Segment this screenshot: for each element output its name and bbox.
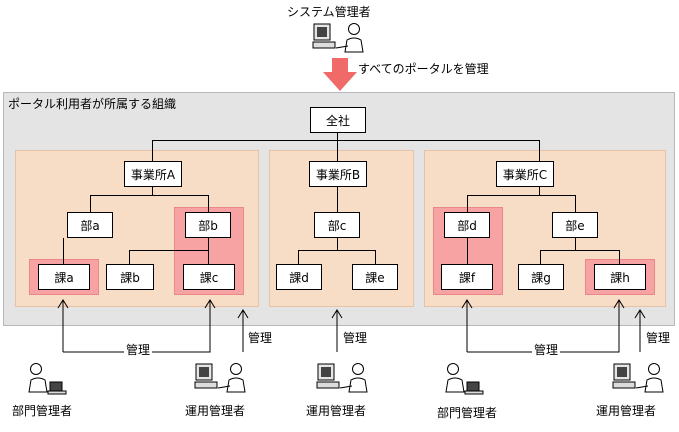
organization-title: ポータル利用者が所属する組織 — [8, 97, 177, 111]
operations-admin-icon — [612, 363, 664, 393]
manage-all-label: すべてのポータルを管理 — [358, 62, 489, 76]
operations-admin-label-left: 運用管理者 — [185, 404, 246, 418]
department-admin-icon — [28, 363, 67, 395]
manage-label-left: 管理 — [124, 343, 153, 357]
department-admin-icon — [445, 363, 484, 395]
operations-admin-label-right: 運用管理者 — [596, 404, 657, 418]
manage-label-right: 管理 — [532, 343, 561, 357]
manage-label-office-a: 管理 — [248, 331, 273, 345]
manage-label-office-c: 管理 — [646, 331, 671, 345]
department-admin-label-left: 部門管理者 — [12, 404, 73, 418]
department-a-node: 部a — [67, 212, 113, 238]
office-b-node: 事業所B — [309, 161, 367, 187]
section-d-node: 課d — [276, 264, 322, 290]
company-node: 全社 — [310, 107, 366, 133]
department-b-node: 部b — [185, 212, 231, 238]
manage-all-arrow-icon — [323, 58, 357, 91]
operations-admin-icon — [194, 363, 246, 393]
system-admin-icon — [312, 23, 364, 53]
section-h-node: 課h — [594, 264, 646, 290]
department-e-node: 部e — [552, 212, 598, 238]
operations-admin-label-middle: 運用管理者 — [306, 404, 367, 418]
section-b-node: 課b — [106, 264, 154, 290]
manage-label-office-b: 管理 — [343, 331, 368, 345]
office-a-node: 事業所A — [124, 161, 182, 187]
section-a-node: 課a — [38, 264, 90, 290]
department-c-node: 部c — [314, 212, 360, 238]
office-c-node: 事業所C — [496, 161, 554, 187]
section-c-node: 課c — [183, 264, 235, 290]
section-f-node: 課f — [441, 264, 493, 290]
system-admin-label: システム管理者 — [287, 5, 371, 19]
department-d-node: 部d — [444, 212, 490, 238]
operations-admin-icon — [316, 363, 368, 393]
section-g-node: 課g — [518, 264, 564, 290]
section-e-node: 課e — [352, 264, 398, 290]
department-admin-label-right: 部門管理者 — [437, 406, 498, 420]
